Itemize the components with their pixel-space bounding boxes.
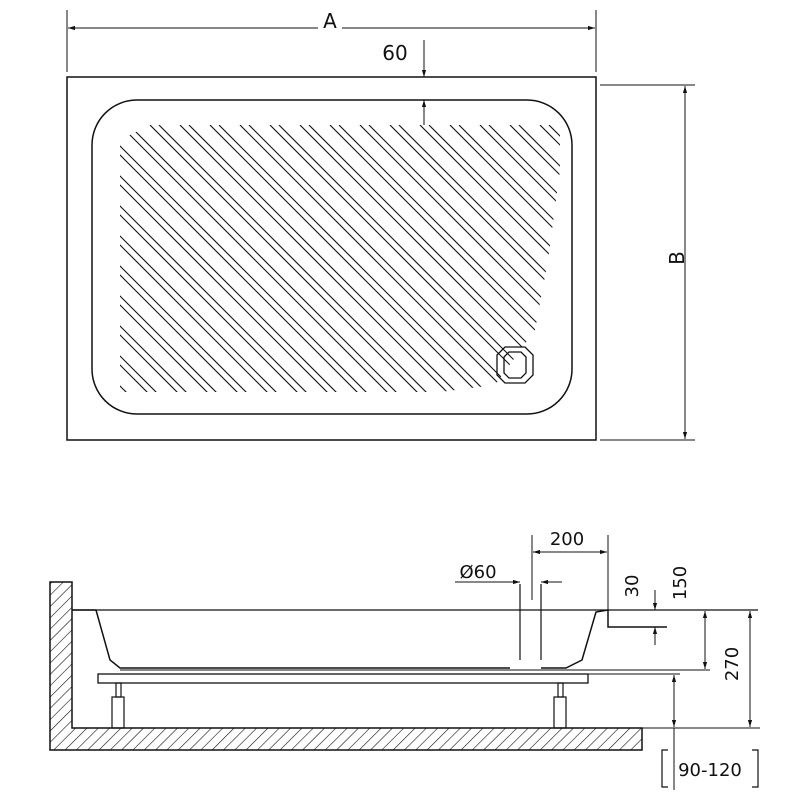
wall-section xyxy=(49,581,643,751)
hatch-line xyxy=(120,125,221,392)
hatch-line xyxy=(398,125,560,392)
hatch-line xyxy=(269,125,551,392)
drain-icon xyxy=(496,346,534,384)
hatch-line xyxy=(120,125,290,392)
hatch-line xyxy=(120,125,161,392)
hatch-line xyxy=(428,125,560,392)
hatch-line xyxy=(120,125,191,392)
hatch-line xyxy=(278,125,560,392)
hatch-line xyxy=(458,125,560,392)
hatch-line xyxy=(120,125,170,392)
hatch-line xyxy=(120,125,131,392)
hatch-line xyxy=(0,125,100,405)
hatch-line xyxy=(120,125,140,392)
hatch-line xyxy=(188,125,470,392)
tray-profile xyxy=(72,609,667,669)
hatch-line xyxy=(120,125,251,392)
hatch-line xyxy=(239,125,521,392)
drain-diameter-label: Ø60 xyxy=(459,562,496,583)
dimension-a-label: A xyxy=(323,9,337,33)
hatch-line xyxy=(338,125,560,392)
base-frame xyxy=(97,673,589,684)
hatch-line xyxy=(179,125,461,392)
hatch-line xyxy=(389,125,560,392)
step-depth-label: 30 xyxy=(622,575,643,598)
hatch-line xyxy=(579,125,800,405)
hatch-line xyxy=(120,125,200,392)
leg-range-label: 90-120 xyxy=(678,760,742,781)
hatch-line xyxy=(120,125,230,392)
hatch-line xyxy=(209,125,491,392)
leg-range-bracket xyxy=(661,749,759,788)
hatch-line xyxy=(248,125,530,392)
hatch-line xyxy=(128,125,410,392)
hatch-line xyxy=(299,125,560,392)
adjustable-leg xyxy=(111,682,125,729)
tray-outline xyxy=(66,76,597,441)
hatch-line xyxy=(419,125,560,392)
hatch-line xyxy=(368,125,560,392)
hatch-line xyxy=(120,125,380,392)
side-view xyxy=(49,535,760,790)
hatch-line xyxy=(479,125,560,392)
drain-offset-label: 200 xyxy=(550,529,584,550)
hatch-line xyxy=(120,125,320,392)
hatch-line xyxy=(308,125,560,392)
top-view xyxy=(0,10,800,441)
hatch-line xyxy=(120,125,401,392)
hatch-line xyxy=(449,125,560,392)
hatch-line xyxy=(488,125,560,392)
hatch-line xyxy=(518,125,560,392)
tray-depth-label: 150 xyxy=(670,566,691,600)
hatch-line xyxy=(158,125,440,392)
hatch-line xyxy=(329,125,560,392)
hatch-line xyxy=(149,125,431,392)
total-height-label: 270 xyxy=(722,647,743,681)
hatch-line xyxy=(218,125,500,392)
tray-basin xyxy=(91,99,573,415)
hatch-line xyxy=(120,125,260,392)
dimension-b-label: B xyxy=(665,251,689,265)
hatch-line xyxy=(120,125,350,392)
anti-slip-hatching xyxy=(0,125,800,405)
hatch-line xyxy=(120,125,311,392)
hatch-line xyxy=(359,125,560,392)
hatch-line xyxy=(120,125,371,392)
rim-width-label: 60 xyxy=(382,41,407,65)
hatch-line xyxy=(509,125,560,392)
hatch-line xyxy=(120,125,281,392)
adjustable-leg xyxy=(553,682,567,729)
hatch-line xyxy=(120,125,341,392)
